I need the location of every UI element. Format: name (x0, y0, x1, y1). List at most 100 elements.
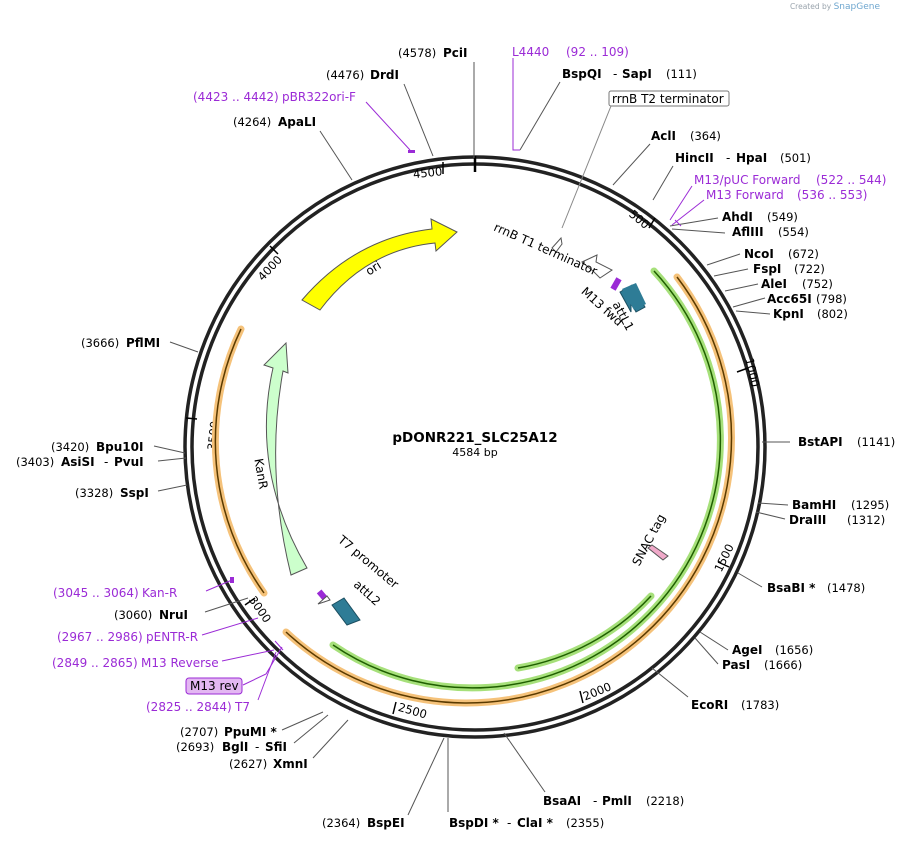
site-bspdi-pos: (2355) (566, 816, 604, 830)
site-pmli: PmlI (602, 794, 632, 808)
site-hincii-sep: - (726, 151, 730, 165)
orange-feature-arc (282, 273, 735, 707)
site-asisi-sep: - (104, 455, 108, 469)
primer-m13puc-forward: M13/pUC Forward (694, 173, 801, 187)
site-xmni: XmnI (273, 757, 308, 771)
primer-pbr322ori-f: pBR322ori-F (282, 90, 356, 104)
snac-tag-arrow (647, 544, 669, 561)
tick-2000: 2000 (581, 679, 613, 703)
t7-promoter-label: T7 promoter (335, 532, 402, 591)
site-bspqi: BspQI (562, 67, 602, 81)
tick-mark-3000 (244, 597, 256, 606)
attl1-block (622, 283, 646, 310)
site-bsabi-pos: (1478) (827, 581, 865, 595)
site-hincii-pos: (501) (780, 151, 811, 165)
site-kpni: KpnI (773, 307, 804, 321)
tick-1000: 1000 (742, 357, 762, 389)
site-bpu10i-pos: (3420) (51, 440, 89, 454)
site-fspi: FspI (753, 262, 781, 276)
site-alei: AleI (761, 277, 787, 291)
primer-pbr322ori-f-range: (4423 .. 4442) (193, 90, 279, 104)
site-ecori-pos: (1783) (741, 698, 779, 712)
rrnb-t2-label: rrnB T2 terminator (612, 92, 724, 106)
primer-l4440-range: (92 .. 109) (566, 45, 629, 59)
site-bsaai-pos: (2218) (646, 794, 684, 808)
attl2-arrow (331, 597, 361, 626)
orange-feature-arc-core (285, 276, 733, 704)
site-pasi: PasI (722, 658, 750, 672)
site-ncoi-pos: (672) (788, 247, 819, 261)
site-drdi-pos: (4476) (326, 68, 364, 82)
primer-m13-reverse: M13 Reverse (141, 656, 219, 670)
primer-m13-rev-box (185, 677, 243, 695)
site-bamhi-pos: (1295) (851, 498, 889, 512)
primer-labels: L4440 (92 .. 109) (4423 .. 4442) pBR322o… (52, 45, 886, 714)
site-bsaai-sep: - (593, 794, 597, 808)
rrnb-t1-label: rrnB T1 terminator (492, 220, 600, 278)
site-nrui-pos: (3060) (114, 608, 152, 622)
site-sapi: SapI (622, 67, 652, 81)
site-agei-pos: (1656) (775, 643, 813, 657)
site-bspqi-sep: - (613, 67, 617, 81)
site-acc65i-pos: (798) (816, 292, 847, 306)
rrnb-t1-arrow (581, 254, 613, 279)
site-bamhi: BamHI (792, 498, 836, 512)
primer-m13puc-forward-range: (522 .. 544) (816, 173, 886, 187)
site-afliii: AflIII (732, 225, 764, 239)
site-bspdi-sep: - (507, 816, 511, 830)
site-ppumi-pos: (2707) (180, 725, 218, 739)
site-acc65i: Acc65I (767, 292, 812, 306)
site-apali-pos: (4264) (233, 115, 271, 129)
primer-m13-forward: M13 Forward (706, 188, 784, 202)
primer-leader-lines (201, 58, 705, 701)
primer-pentr-r-range: (2967 .. 2986) (57, 630, 143, 644)
site-draiii: DraIII (789, 513, 826, 527)
site-bspdi: BspDI * (449, 816, 499, 830)
site-pasi-pos: (1666) (764, 658, 802, 672)
tick-mark-500 (648, 217, 656, 229)
credit-prefix: Created by (789, 2, 832, 11)
primer-pentr-r: pENTR-R (146, 630, 198, 644)
site-apali: ApaLI (278, 115, 316, 129)
site-fspi-pos: (722) (794, 262, 825, 276)
site-sfii: SfiI (265, 740, 287, 754)
site-bstapi-pos: (1141) (857, 435, 895, 449)
green-insert-arc (329, 267, 724, 692)
site-ecori: EcoRI (691, 698, 728, 712)
site-ahdi-pos: (549) (767, 210, 798, 224)
t7-promoter-arrow (317, 595, 331, 605)
green-snac-arc-core (517, 595, 652, 669)
site-agei: AgeI (732, 643, 762, 657)
site-drdi: DrdI (370, 68, 399, 82)
site-pcii-pos: (4578) (398, 46, 436, 60)
site-acli-pos: (364) (690, 129, 721, 143)
kanr-label: KanR (251, 457, 270, 490)
site-nrui: NruI (159, 608, 188, 622)
tick-2500: 2500 (397, 700, 429, 722)
site-ahdi: AhdI (722, 210, 753, 224)
plasmid-name: pDONR221_SLC25A12 (392, 430, 557, 446)
tick-4000: 4000 (255, 253, 285, 284)
site-kpni-pos: (802) (817, 307, 848, 321)
enzyme-labels: (4578) PciI (4476) DrdI (4264) ApaLI Bsp… (16, 46, 895, 830)
site-ncoi: NcoI (744, 247, 774, 261)
primer-m13-reverse-range: (2849 .. 2865) (52, 656, 138, 670)
site-xmni-pos: (2627) (229, 757, 267, 771)
tick-mark-1500 (717, 561, 730, 568)
site-hincii: HincII (675, 151, 714, 165)
site-pflmi-pos: (3666) (81, 336, 119, 350)
tick-mark-2500 (392, 701, 397, 715)
primer-t7: T7 (234, 700, 250, 714)
plasmid-length: 4584 bp (452, 446, 497, 459)
orange-feature-arc-left-core (214, 328, 265, 594)
site-sspi: SspI (120, 486, 149, 500)
rrnb-t2-arrow (551, 236, 563, 253)
site-pflmi: PflMI (126, 336, 160, 350)
tick-mark-2000 (579, 690, 584, 704)
attl2-label: attL2 (351, 577, 383, 608)
site-bgli-sep: - (255, 740, 259, 754)
ori-arrow (301, 218, 458, 311)
rrnb-t2-leader (561, 105, 612, 229)
primer-kan-r: Kan-R (142, 586, 177, 600)
rrnb-t2-label-box (608, 90, 730, 107)
